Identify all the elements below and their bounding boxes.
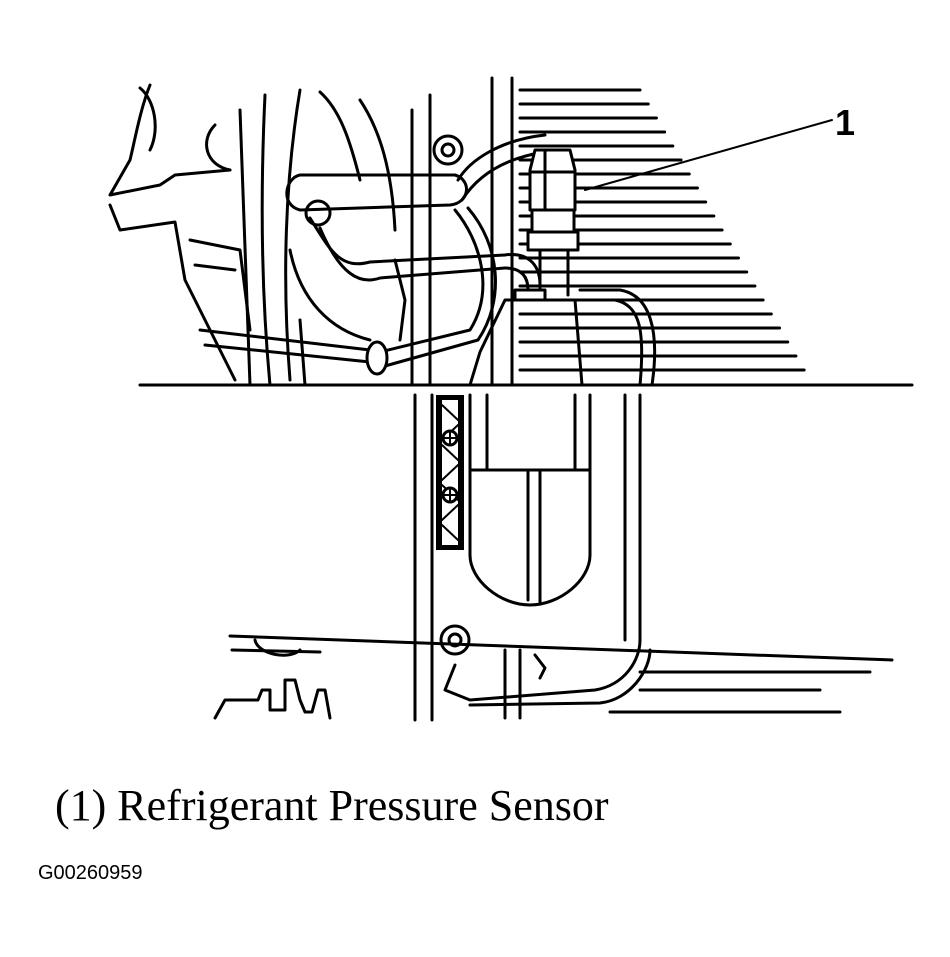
condenser-frame <box>410 76 514 387</box>
receiver-drier-top <box>468 288 657 387</box>
lower-section <box>213 624 894 720</box>
refrigerant-hoses <box>285 133 547 376</box>
refrigerant-pressure-sensor <box>526 119 833 297</box>
figure-id: G00260959 <box>38 862 143 884</box>
engine-structure <box>108 83 407 387</box>
figure-caption: (1) Refrigerant Pressure Sensor <box>55 781 609 830</box>
liquid-line-tube <box>623 393 642 642</box>
receiver-drier-body <box>413 393 592 722</box>
callout-number: 1 <box>835 102 856 143</box>
mounting-bracket <box>436 395 464 550</box>
